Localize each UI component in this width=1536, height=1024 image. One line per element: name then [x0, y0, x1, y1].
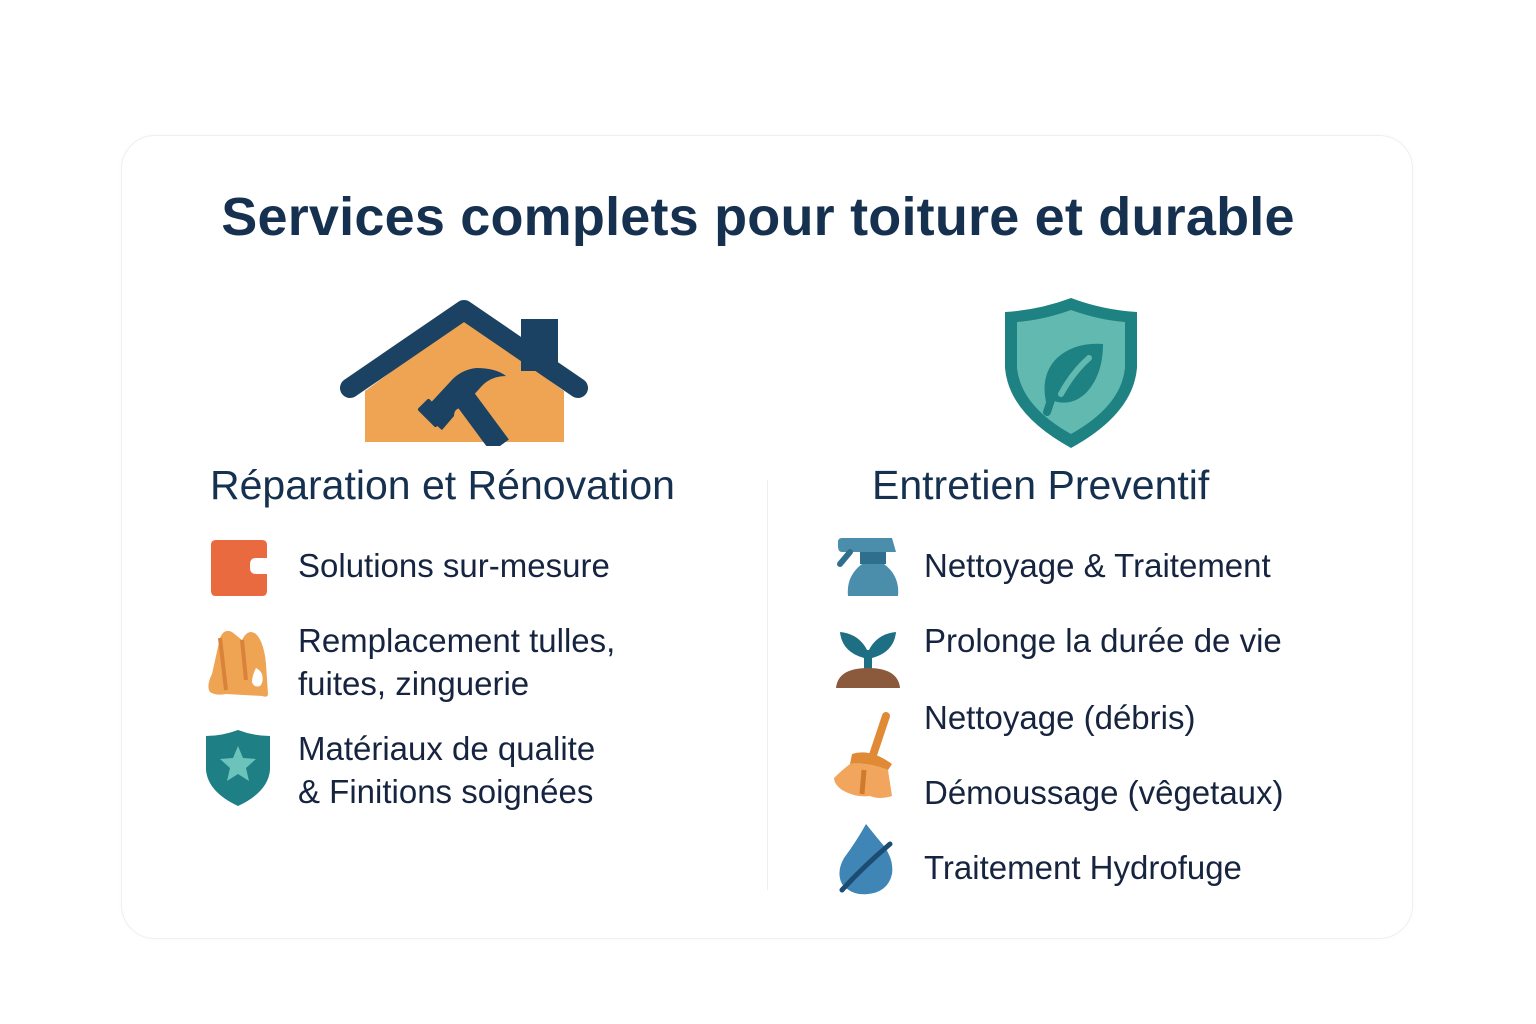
water-drop-icon — [834, 822, 906, 895]
item-text: Nettoyage & Traitement — [924, 547, 1271, 584]
item-text: Prolonge la durée de vie — [924, 622, 1282, 659]
item-text: Remplacement tulles, fuites, zinguerie — [298, 622, 616, 702]
sprout-icon — [832, 626, 904, 698]
item-text: Solutions sur-mesure — [298, 547, 610, 584]
item-text: Démoussage (vêgetaux) — [924, 774, 1284, 811]
shield-leaf-icon — [1003, 296, 1139, 450]
item-text: Matériaux de qualite & Finitions soignée… — [298, 730, 596, 810]
item-text: Traitement Hydrofuge — [924, 849, 1242, 886]
section-heading-repair: Réparation et Rénovation — [210, 462, 675, 508]
broom-icon — [830, 710, 902, 798]
house-hammer-icon — [338, 296, 590, 446]
roof-tile-icon — [202, 624, 274, 697]
custom-block-icon — [206, 534, 278, 606]
section-heading-maintenance: Entretien Preventif — [872, 462, 1210, 508]
item-text: Nettoyage (débris) — [924, 699, 1196, 736]
spray-bottle-icon — [834, 534, 906, 606]
shield-star-icon — [202, 726, 274, 806]
column-divider — [767, 480, 768, 890]
page-title: Services complets pour toiture et durabl… — [221, 187, 1295, 247]
